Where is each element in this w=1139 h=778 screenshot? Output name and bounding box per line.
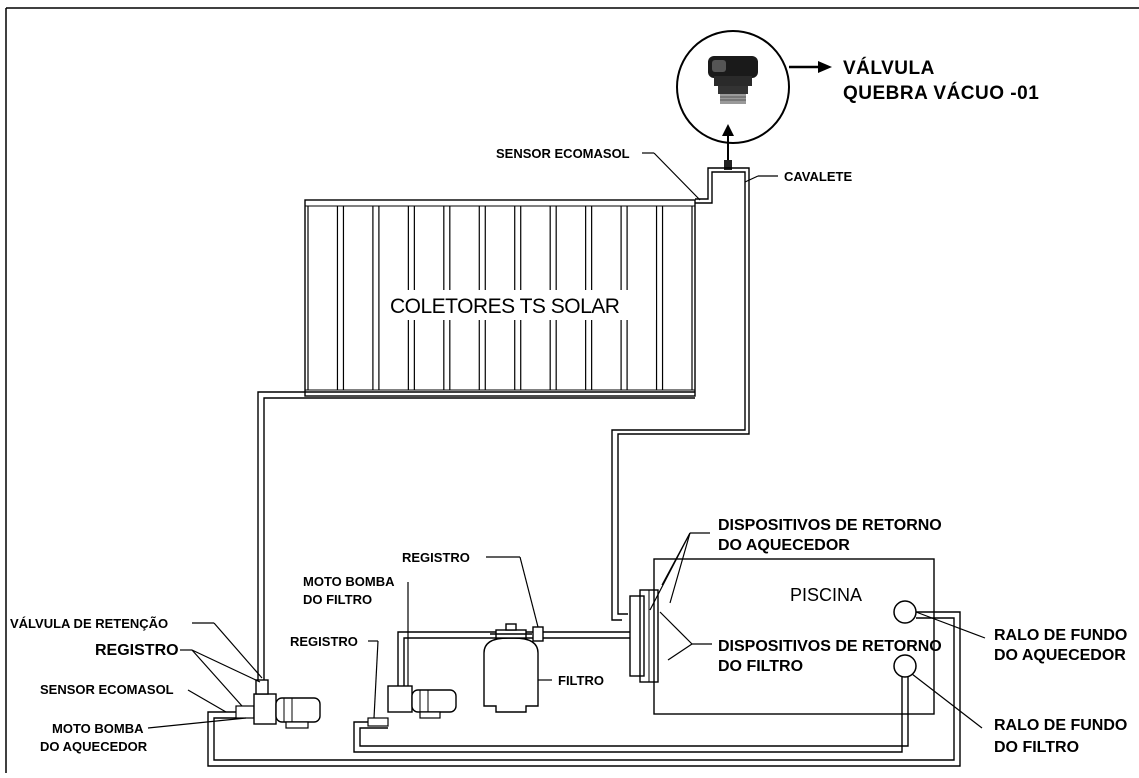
heater-suction-pipe [207, 611, 961, 767]
valvula-retencao-label: VÁLVULA DE RETENÇÃO [10, 616, 168, 631]
ralo-filtro-line2: DO FILTRO [994, 739, 1079, 756]
return-devices [629, 589, 659, 683]
cavalete-pipe [611, 167, 750, 621]
sensor-ecomasol-bottom-label: SENSOR ECOMASOL [40, 682, 174, 697]
ralo-aquecedor-line2: DO AQUECEDOR [994, 647, 1126, 664]
filter-suction-pipe [353, 677, 909, 753]
moto-bomba-aquecedor-line2: DO AQUECEDOR [40, 739, 148, 754]
retorno-filtro-line1: DISPOSITIVOS DE RETORNO [718, 638, 942, 655]
moto-bomba-filtro-line2: DO FILTRO [303, 592, 372, 607]
drain-heater-icon [893, 600, 917, 624]
valve-title-line2: QUEBRA VÁCUO -01 [843, 82, 1039, 104]
retorno-aquecedor-line2: DO AQUECEDOR [718, 537, 850, 554]
solar-collectors: COLETORES TS SOLAR [304, 199, 696, 397]
pool-outline [653, 558, 935, 715]
filter-vessel [483, 623, 539, 713]
return-device-arrows [649, 532, 712, 661]
cavalete-label: CAVALETE [784, 169, 852, 184]
moto-bomba-aquecedor-line1: MOTO BOMBA [52, 721, 144, 736]
pool: PISCINA [653, 558, 935, 715]
ralo-filtro-line1: RALO DE FUNDO [994, 717, 1127, 734]
registro-aquecedor-label: REGISTRO [95, 642, 179, 659]
collectors-label: COLETORES TS SOLAR [390, 295, 620, 318]
filter-pipe [397, 631, 630, 692]
vacuum-breaker-callout: VÁLVULA QUEBRA VÁCUO -01 [676, 30, 1039, 170]
sensor-ecomasol-top-label: SENSOR ECOMASOL [496, 146, 630, 161]
registro-filtro-left-label: REGISTRO [290, 634, 358, 649]
vacuum-breaker-valve-icon [708, 56, 758, 104]
filtro-label: FILTRO [558, 673, 604, 688]
collector-return-pipe [257, 391, 695, 680]
frame [5, 7, 1139, 773]
filter-pump [367, 685, 457, 727]
moto-bomba-filtro-line1: MOTO BOMBA [303, 574, 395, 589]
ralo-aquecedor-line1: RALO DE FUNDO [994, 627, 1127, 644]
valve-title-line1: VÁLVULA [843, 57, 935, 79]
drain-filter-icon [893, 654, 917, 678]
pool-label: PISCINA [790, 585, 862, 605]
retorno-filtro-line2: DO FILTRO [718, 658, 803, 675]
retorno-aquecedor-line1: DISPOSITIVOS DE RETORNO [718, 517, 942, 534]
registro-filtro-top-label: REGISTRO [402, 550, 470, 565]
heater-pump [235, 679, 321, 729]
